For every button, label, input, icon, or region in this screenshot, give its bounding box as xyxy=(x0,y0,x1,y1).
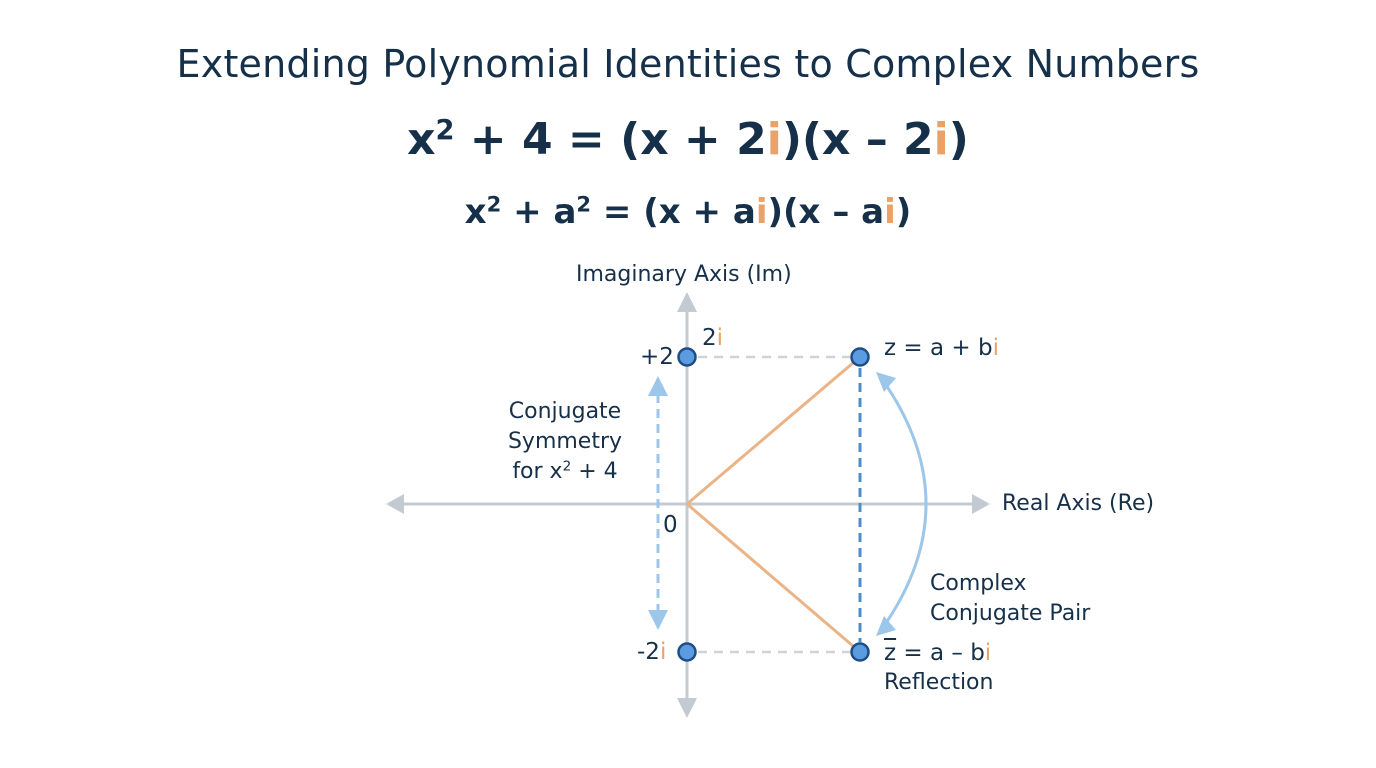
imaginary-axis-label: Imaginary Axis (Im) xyxy=(576,262,792,287)
minus-two-i-unit: i xyxy=(659,639,667,665)
page-title: Extending Polynomial Identities to Compl… xyxy=(176,42,1200,86)
minus-two-i-number: -2 xyxy=(637,639,660,665)
eq2-imag-unit-1: i xyxy=(755,192,768,232)
arc-bottom-arrow-icon xyxy=(876,616,896,636)
plus-2-label: +2 xyxy=(640,344,674,370)
z-label: z = a + bi xyxy=(884,335,999,361)
symmetry-line-3: for x2 + 4 xyxy=(490,457,640,487)
identity-general: x2 + a2 = (x + ai)(x – ai) xyxy=(0,192,1376,232)
vector-zbar xyxy=(686,502,861,654)
zbar-symbol: z xyxy=(884,640,897,666)
zbar-label: z = a – bi xyxy=(884,640,991,666)
eq2-plus-a: + a xyxy=(501,192,577,232)
two-i-number: 2 xyxy=(702,325,717,351)
eq1-x: x xyxy=(407,114,436,165)
eq2-mid: = (x + a xyxy=(591,192,756,232)
vector-z xyxy=(686,355,861,506)
eq2-x: x xyxy=(464,192,487,232)
real-axis-label: Real Axis (Re) xyxy=(1002,491,1155,516)
eq1-imag-unit-2: i xyxy=(933,114,949,165)
eq2-end: ) xyxy=(895,192,912,232)
eq2-exponent-1: 2 xyxy=(486,191,502,217)
eq1-exponent: 2 xyxy=(435,115,455,146)
symmetry-line-3a: for x xyxy=(512,459,563,484)
pair-line-2: Conjugate Pair xyxy=(930,601,1091,626)
eq1-end: ) xyxy=(948,114,969,165)
point-2i xyxy=(677,347,697,367)
arc-top-arrow-icon xyxy=(876,372,896,392)
symmetry-down-arrow-icon xyxy=(648,610,668,630)
zbar-label-unit: i xyxy=(984,640,992,666)
z-label-unit: i xyxy=(992,335,999,361)
point-z xyxy=(850,347,870,367)
pair-line-1: Complex xyxy=(930,571,1027,596)
complex-conjugate-pair-label: Complex Conjugate Pair xyxy=(930,569,1090,629)
symmetry-exponent: 2 xyxy=(562,458,572,475)
real-axis-left-arrow-icon xyxy=(386,494,404,514)
symmetry-line-1: Conjugate xyxy=(508,399,622,424)
eq1-imag-unit-1: i xyxy=(766,114,782,165)
point-zbar xyxy=(850,642,870,662)
eq2-mid2: )(x – a xyxy=(767,192,885,232)
minus-two-i-label: -2i xyxy=(637,639,666,665)
imag-axis-down-arrow-icon xyxy=(677,698,697,718)
two-i-unit: i xyxy=(716,325,724,351)
real-axis-right-arrow-icon xyxy=(972,494,990,514)
symmetry-up-arrow-icon xyxy=(648,376,668,396)
symmetry-line-2: Symmetry xyxy=(507,429,623,454)
point-minus-2i xyxy=(677,642,697,662)
two-i-label: 2i xyxy=(702,325,723,351)
identity-x2-plus-4: x2 + 4 = (x + 2i)(x – 2i) xyxy=(0,114,1376,165)
origin-label: 0 xyxy=(663,512,678,538)
z-label-text: z = a + b xyxy=(884,335,993,361)
eq1-mid: + 4 = (x + 2 xyxy=(454,114,767,165)
conjugate-symmetry-label: Conjugate Symmetry for x2 + 4 xyxy=(490,397,640,487)
symmetry-line-3b: + 4 xyxy=(571,459,618,484)
imag-axis-up-arrow-icon xyxy=(677,292,697,312)
reflection-label: Reflection xyxy=(884,670,994,695)
eq1-mid2: )(x – 2 xyxy=(781,114,934,165)
complex-pair-arc xyxy=(882,381,928,627)
eq2-exponent-2: 2 xyxy=(576,191,592,217)
eq2-imag-unit-2: i xyxy=(884,192,896,232)
zbar-label-text: = a – b xyxy=(896,640,985,666)
